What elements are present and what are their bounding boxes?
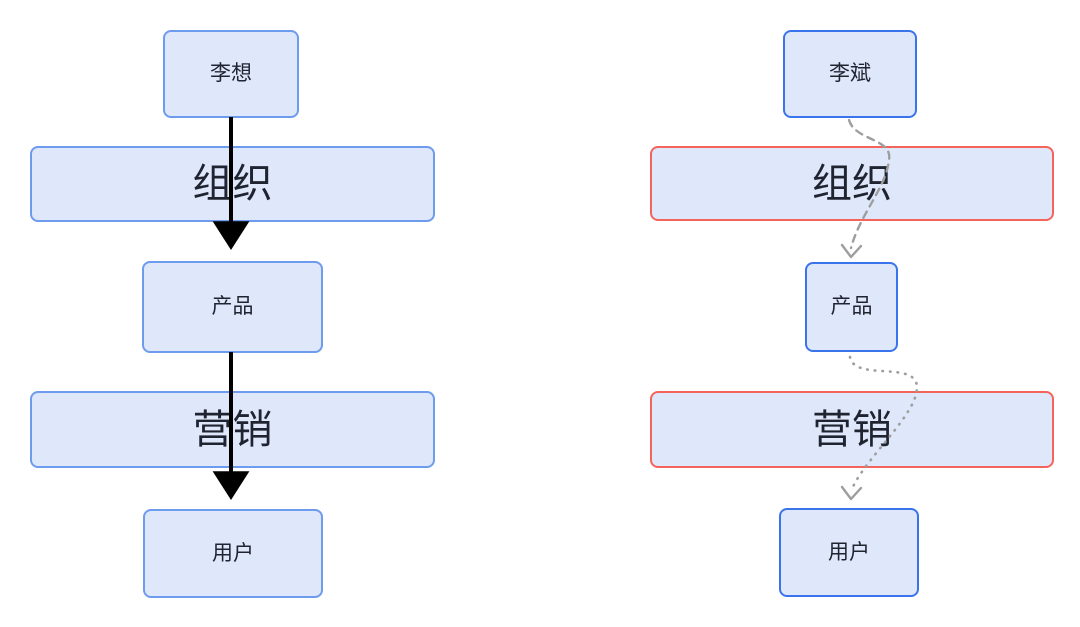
node-chanpin-right[interactable]: 产品 — [805, 262, 898, 352]
node-yingxiao-right[interactable]: 营销 — [650, 391, 1054, 468]
node-label: 产品 — [830, 295, 873, 319]
node-label: 用户 — [212, 541, 254, 565]
node-label: 李想 — [210, 62, 252, 86]
node-label: 组织 — [192, 162, 273, 206]
node-label: 用户 — [828, 540, 870, 564]
node-label: 李斌 — [829, 62, 871, 86]
node-label: 组织 — [812, 161, 892, 206]
node-yonghu-left[interactable]: 用户 — [143, 509, 323, 598]
node-yonghu-right[interactable]: 用户 — [779, 508, 919, 597]
node-chanpin-left[interactable]: 产品 — [142, 261, 323, 353]
node-li-xiang[interactable]: 李想 — [163, 30, 299, 118]
node-label: 产品 — [211, 295, 254, 319]
node-zuzhi-left[interactable]: 组织 — [30, 146, 435, 222]
node-zuzhi-right[interactable]: 组织 — [650, 146, 1054, 221]
node-li-bin[interactable]: 李斌 — [783, 30, 917, 118]
node-label: 营销 — [812, 407, 892, 452]
node-yingxiao-left[interactable]: 营销 — [30, 391, 435, 468]
node-label: 营销 — [192, 407, 273, 452]
